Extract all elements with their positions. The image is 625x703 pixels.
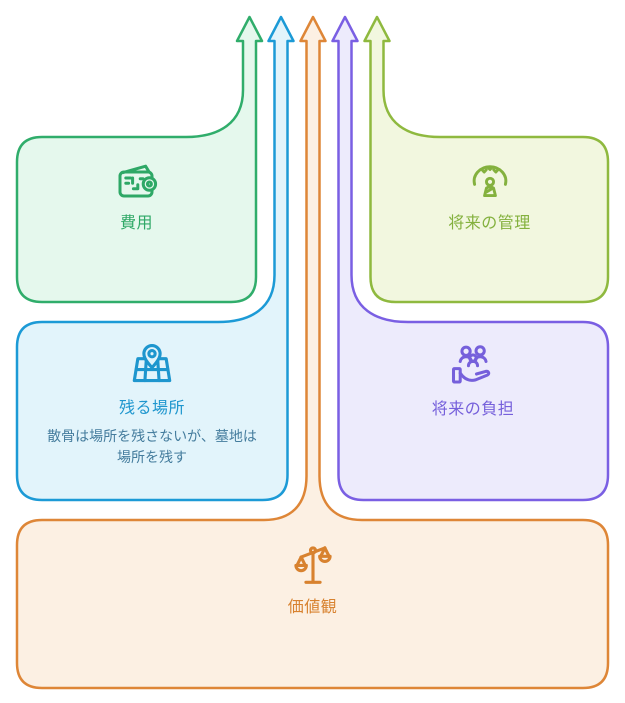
person-under-tree-icon [465, 156, 515, 206]
map-location-pin-icon [127, 341, 177, 391]
flow-shape-cost [15, 15, 264, 304]
card-cost: 費用 [17, 137, 256, 302]
card-future-burden: 将来の負担 [338, 322, 608, 500]
wallet-icon [113, 158, 161, 206]
card-label: 費用 [119, 213, 153, 232]
card-label: 将来の管理 [448, 213, 531, 232]
card-future-management: 将来の管理 [371, 137, 608, 302]
flow-shape-future-burden [331, 15, 610, 502]
card-label: 残る場所 [118, 398, 185, 417]
balance-scale-icon [288, 540, 338, 590]
card-label: 価値観 [287, 597, 338, 616]
flow-shape-remaining-place [15, 15, 295, 502]
card-label: 将来の負担 [431, 399, 515, 418]
card-sublabel: 散骨は場所を残さないが、墓地は場所を残す [47, 428, 257, 466]
flow-shape-future-management [363, 15, 610, 304]
card-remaining-place: 残る場所 散骨は場所を残さないが、墓地は場所を残す [17, 322, 287, 500]
flow-shape-values [15, 15, 610, 690]
hand-holding-people-icon [447, 340, 499, 392]
card-values: 価値観 [17, 520, 608, 688]
